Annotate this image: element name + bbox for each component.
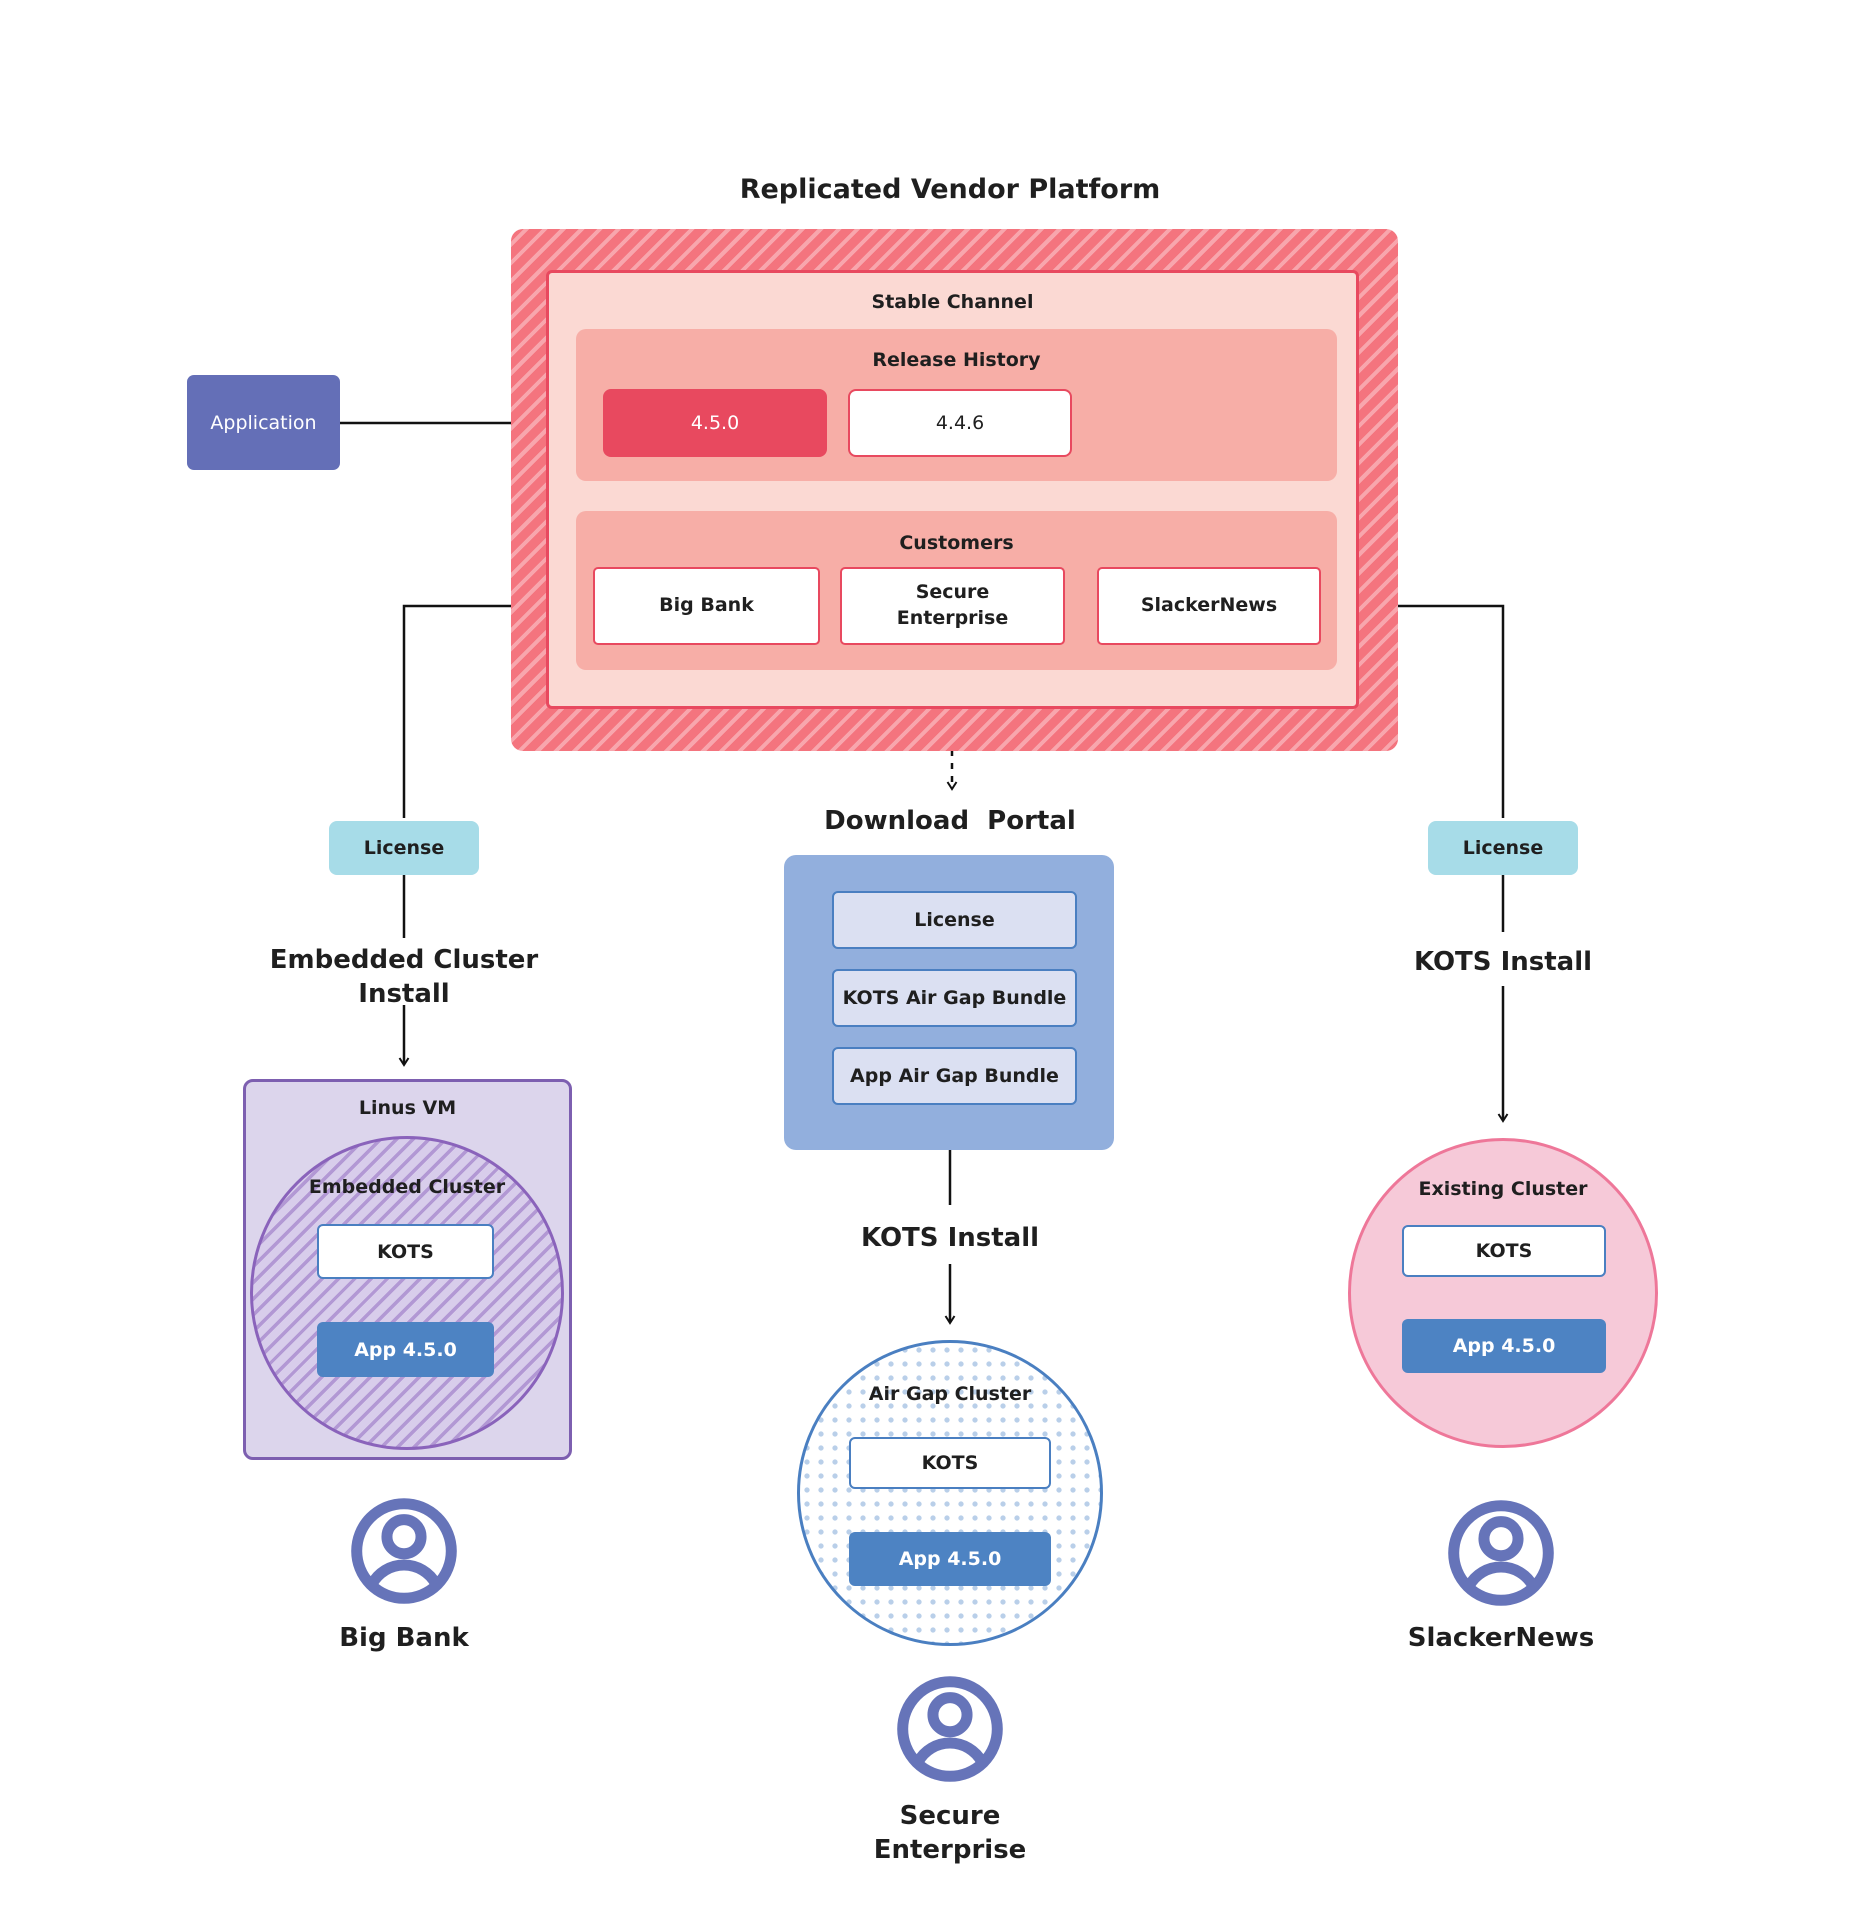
existing-cluster-label: Existing Cluster: [1418, 1178, 1588, 1200]
license-badge-left: License: [329, 821, 479, 875]
user-icon: [897, 1676, 1003, 1782]
release-version-box-previous: 4.4.6: [848, 389, 1072, 457]
app-box-left: App 4.5.0: [317, 1322, 494, 1377]
customer-box-big-bank: Big Bank: [593, 567, 820, 645]
app-box-right: App 4.5.0: [1402, 1319, 1606, 1373]
app-box-middle: App 4.5.0: [849, 1532, 1051, 1586]
customer-box-secure-enterprise: Secure Enterprise: [840, 567, 1065, 645]
kots-box-left: KOTS: [317, 1224, 494, 1279]
user-label-secure-enterprise: Secure Enterprise: [873, 1801, 1027, 1865]
kots-install-label-middle: KOTS Install: [860, 1223, 1040, 1253]
portal-item-kots-airgap-bundle: KOTS Air Gap Bundle: [832, 969, 1077, 1027]
user-icon: [351, 1498, 457, 1604]
existing-cluster-circle: [1348, 1138, 1658, 1448]
user-label-slackernews: SlackerNews: [1407, 1623, 1595, 1653]
embedded-cluster-install-label: Embedded Cluster Install: [269, 945, 539, 1009]
embedded-cluster-label: Embedded Cluster: [308, 1176, 506, 1198]
release-history-label: Release History: [872, 349, 1041, 371]
release-version-box-current: 4.5.0: [603, 389, 827, 457]
user-label-big-bank: Big Bank: [339, 1623, 469, 1653]
kots-box-middle: KOTS: [849, 1437, 1051, 1489]
application-box: Application: [187, 375, 340, 470]
air-gap-cluster-label: Air Gap Cluster: [868, 1383, 1032, 1405]
download-portal-title: Download Portal: [824, 806, 1076, 836]
diagram-title: Replicated Vendor Platform: [739, 174, 1161, 205]
user-icon: [1448, 1500, 1554, 1606]
customers-label: Customers: [899, 532, 1014, 554]
customer-box-slackernews: SlackerNews: [1097, 567, 1321, 645]
license-badge-right: License: [1428, 821, 1578, 875]
air-gap-cluster-circle: [797, 1340, 1103, 1646]
kots-install-label-right: KOTS Install: [1413, 947, 1593, 977]
stable-channel-label: Stable Channel: [871, 291, 1034, 313]
portal-item-app-airgap-bundle: App Air Gap Bundle: [832, 1047, 1077, 1105]
linus-vm-label: Linus VM: [358, 1097, 457, 1119]
embedded-cluster-circle: [250, 1136, 564, 1450]
portal-item-license: License: [832, 891, 1077, 949]
kots-box-right: KOTS: [1402, 1225, 1606, 1277]
